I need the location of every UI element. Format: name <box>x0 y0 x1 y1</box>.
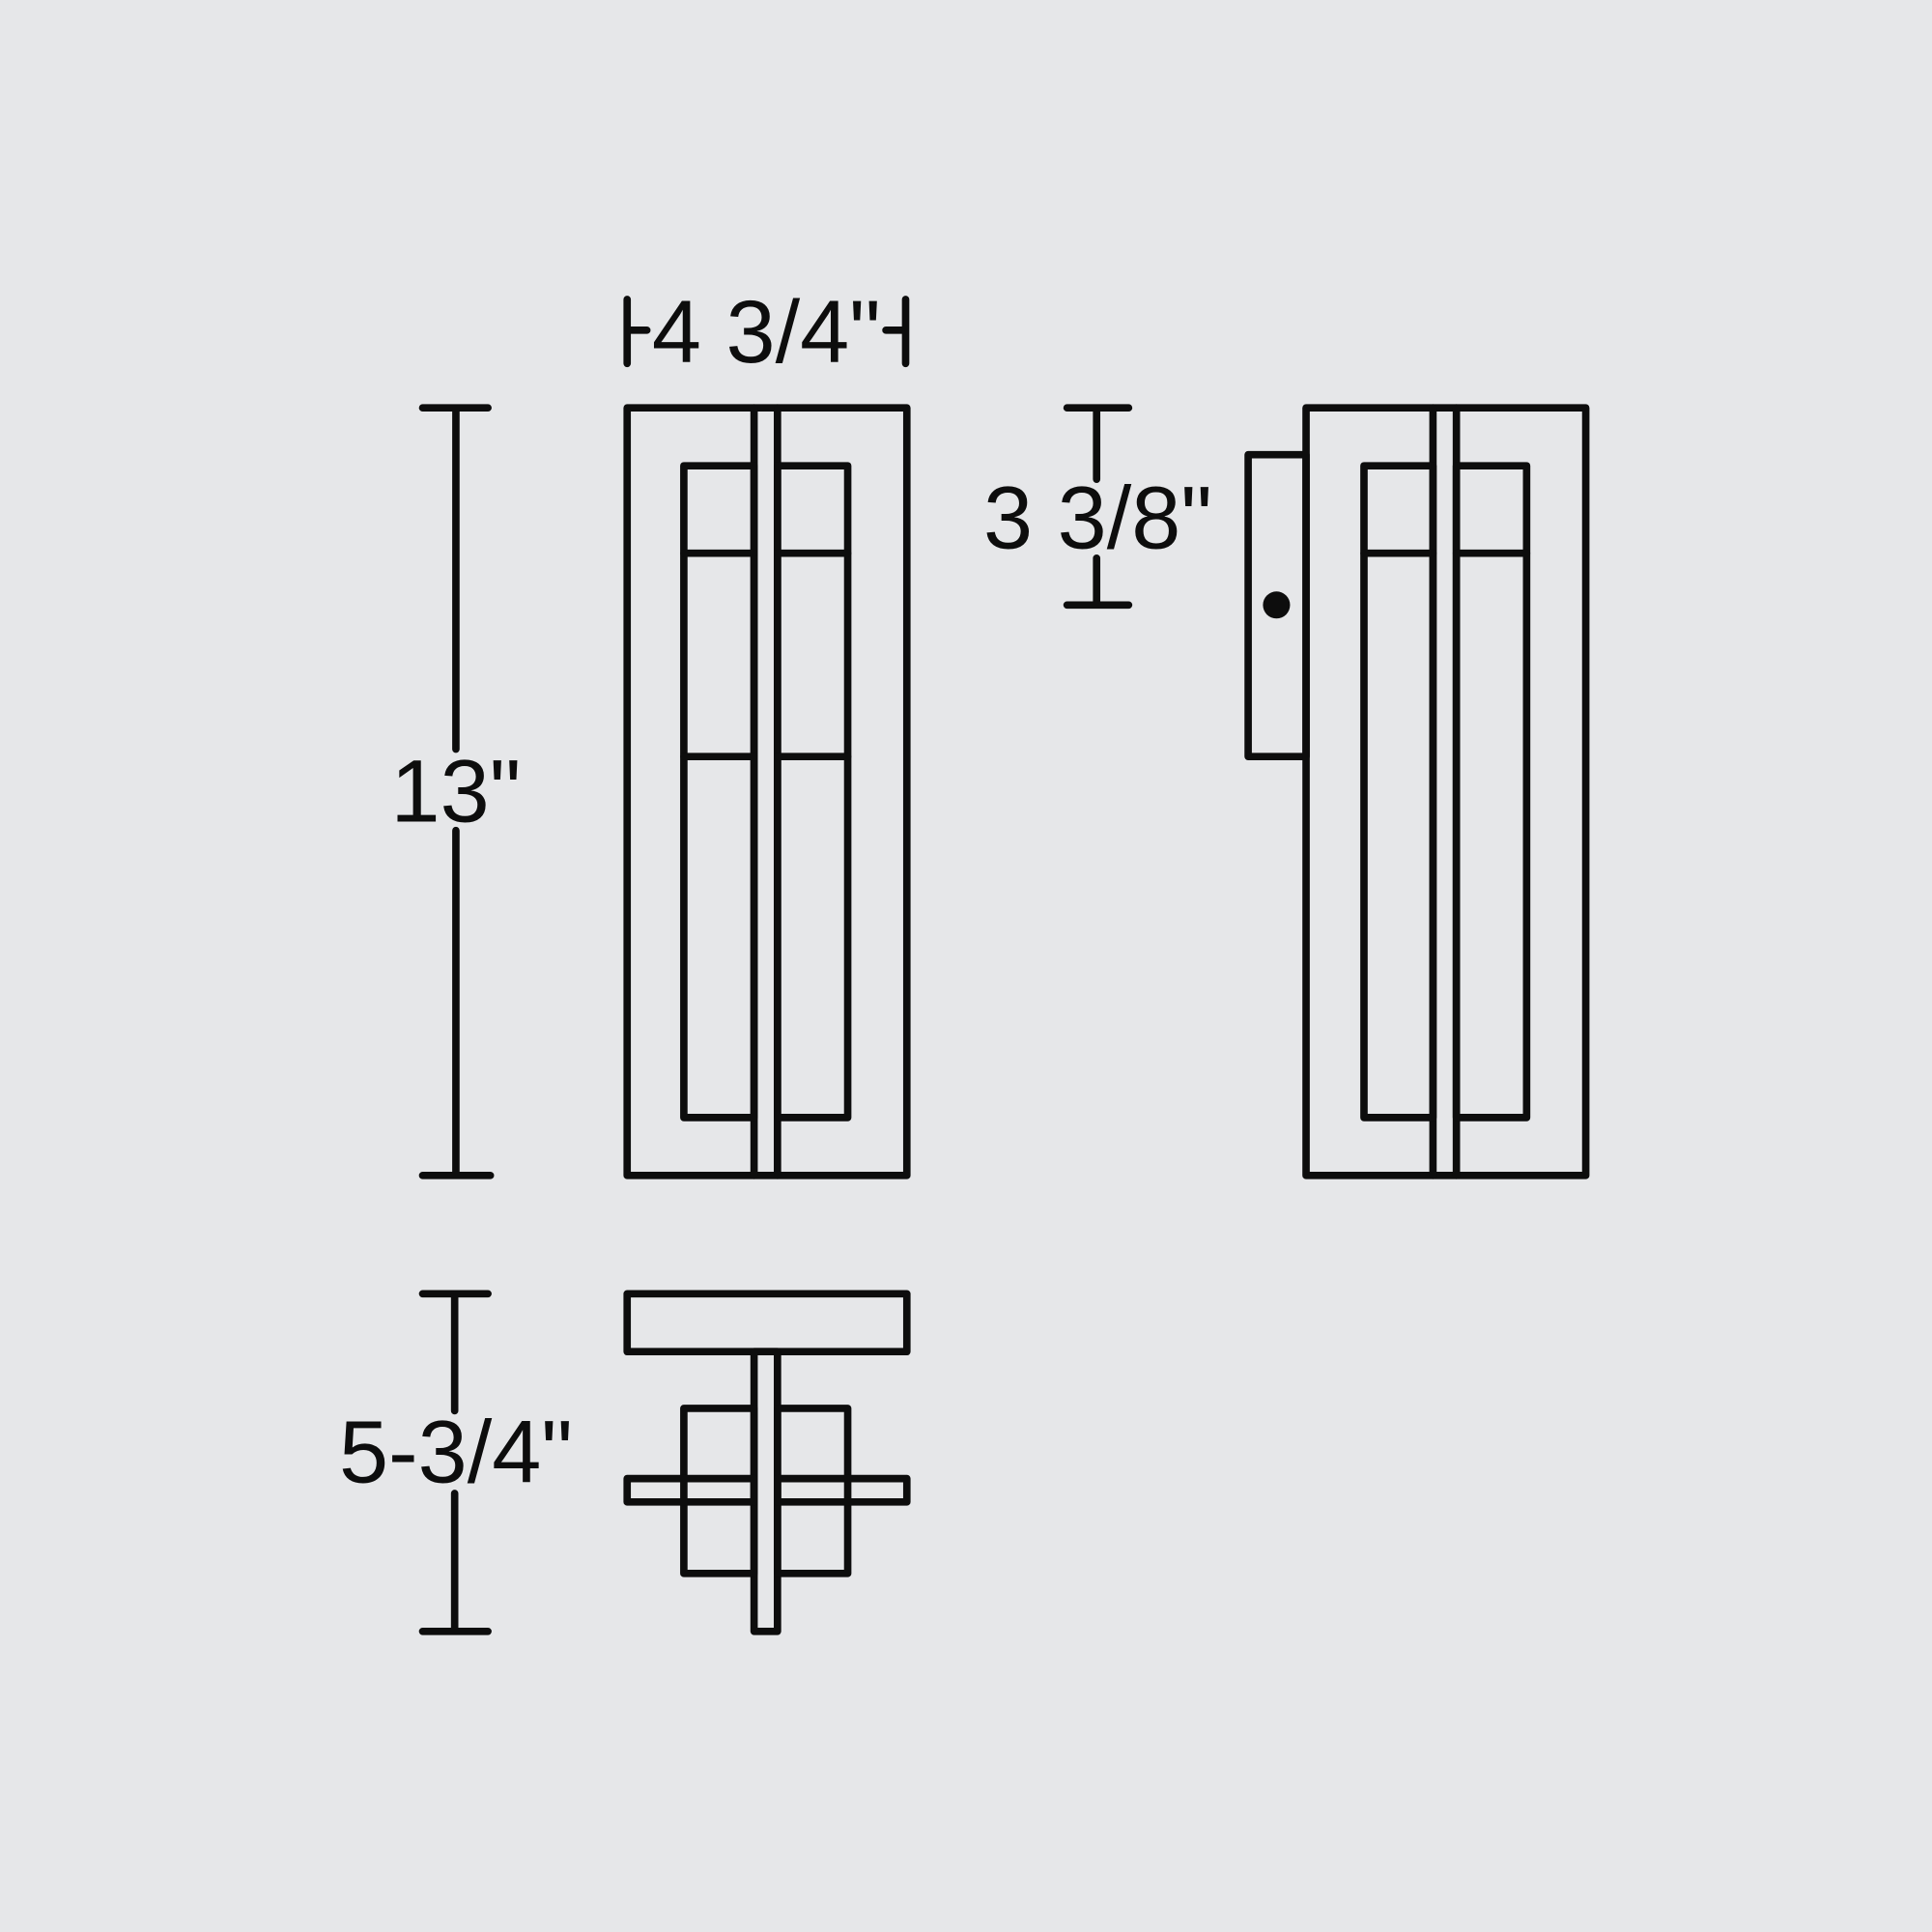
depth-label: 5-3/4" <box>339 1403 573 1501</box>
side-view <box>1244 404 1590 1179</box>
front-view <box>623 404 911 1179</box>
width-dimension: 4 3/4" <box>623 283 910 382</box>
height-label: 13" <box>391 743 522 841</box>
depth-dimension: 5-3/4" <box>339 1290 573 1635</box>
extension-label: 3 3/8" <box>983 469 1212 568</box>
extension-dimension: 3 3/8" <box>983 404 1212 610</box>
top-view <box>623 1290 911 1635</box>
mounting-screw-icon <box>1263 591 1291 619</box>
width-label: 4 3/4" <box>652 283 881 382</box>
height-dimension: 13" <box>391 404 522 1179</box>
